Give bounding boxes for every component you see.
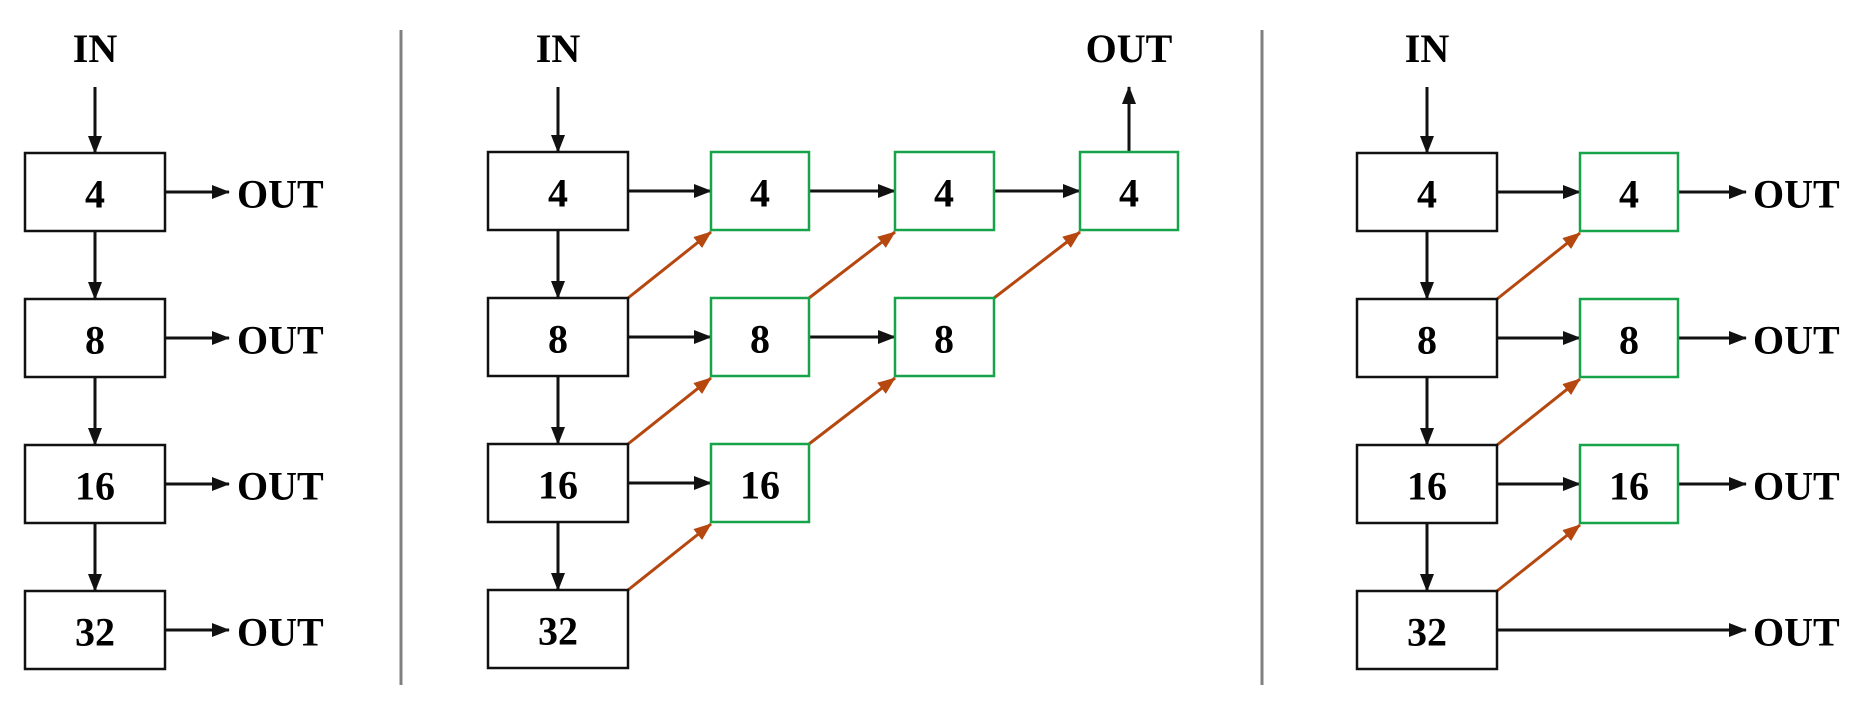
panel2-orange-b8-g4a xyxy=(627,230,712,300)
panel3-node-16 xyxy=(1355,443,1499,525)
panel3-orange-b16-g8 xyxy=(1496,377,1581,447)
panel3-node-16-label: 16 xyxy=(1407,464,1447,509)
panel3-node-8-label: 8 xyxy=(1417,318,1437,363)
panel3-green-node-8 xyxy=(1578,297,1680,379)
panel3-green-node-4 xyxy=(1578,151,1680,233)
panel1-node-4-label: 4 xyxy=(85,172,105,217)
panel2-orange-g8a-g4b xyxy=(808,230,896,300)
panel3-node-8 xyxy=(1355,297,1499,379)
panel2-green-node-4b-label: 4 xyxy=(934,171,954,216)
panel3-out-label-16: OUT xyxy=(1753,464,1840,509)
panel1-node-16-label: 16 xyxy=(75,464,115,509)
panel2-green-node-16-label: 16 xyxy=(740,463,780,508)
panel2-out-label: OUT xyxy=(1086,26,1173,71)
panel3-green-node-16-label: 16 xyxy=(1609,464,1649,509)
panel3-node-4-label: 4 xyxy=(1417,172,1437,217)
panel2-green-node-8b-label: 8 xyxy=(934,317,954,362)
panel2-green-node-4a xyxy=(709,150,811,232)
panel1-node-8 xyxy=(23,297,167,379)
panel2-green-node-8a-label: 8 xyxy=(750,317,770,362)
panel2-orange-g16-g8b xyxy=(808,376,896,446)
panel2-node-4 xyxy=(486,150,630,232)
panel1-out-label-8: OUT xyxy=(237,318,324,363)
panel3-green-node-4-label: 4 xyxy=(1619,172,1639,217)
panel3-out-label-4: OUT xyxy=(1753,172,1840,217)
panel2-node-8-label: 8 xyxy=(548,317,568,362)
panel2-node-16-label: 16 xyxy=(538,463,578,508)
panel3-green-node-16 xyxy=(1578,443,1680,525)
panel2-green-node-16 xyxy=(709,442,811,524)
panel1-node-8-label: 8 xyxy=(85,318,105,363)
panel1-node-4 xyxy=(23,151,167,233)
panel3-node-32 xyxy=(1355,589,1499,671)
panel3-green-node-8-label: 8 xyxy=(1619,318,1639,363)
panel3-node-32-label: 32 xyxy=(1407,610,1447,655)
panel2-green-node-4c xyxy=(1078,150,1180,232)
panel2-node-4-label: 4 xyxy=(548,171,568,216)
panel3-out-label-8: OUT xyxy=(1753,318,1840,363)
panel2-in-label: IN xyxy=(536,26,581,71)
panel3-node-4 xyxy=(1355,151,1499,233)
panel1-node-32 xyxy=(23,589,167,671)
panel3-out-label-32: OUT xyxy=(1753,610,1840,655)
panel2-green-node-4b xyxy=(893,150,996,232)
panel3-orange-b32-g16 xyxy=(1496,523,1581,593)
panel2-node-32 xyxy=(486,588,630,670)
panel2-orange-b32-g16 xyxy=(627,522,712,592)
panel3-in-label: IN xyxy=(1405,26,1450,71)
panel-1: IN 4 8 16 32 OUT OUT OUT OUT xyxy=(23,26,324,671)
panel1-out-label-16: OUT xyxy=(237,464,324,509)
panel2-node-8 xyxy=(486,296,630,378)
panel2-green-node-4c-label: 4 xyxy=(1119,171,1139,216)
panel2-node-32-label: 32 xyxy=(538,609,578,654)
panel-2: IN OUT xyxy=(486,26,1180,670)
panel2-green-node-8b xyxy=(893,296,996,378)
panel1-out-label-32: OUT xyxy=(237,610,324,655)
panel2-orange-g8b-g4c xyxy=(993,230,1081,300)
panel2-orange-b16-g8a xyxy=(627,376,712,446)
panel-3: IN xyxy=(1355,26,1840,671)
panel1-out-label-4: OUT xyxy=(237,172,324,217)
panel2-green-node-8a xyxy=(709,296,811,378)
panel2-green-node-4a-label: 4 xyxy=(750,171,770,216)
panel3-orange-b8-g4 xyxy=(1496,231,1581,301)
panel1-node-16 xyxy=(23,443,167,525)
panel2-node-16 xyxy=(486,442,630,524)
panel1-node-32-label: 32 xyxy=(75,610,115,655)
panel1-in-label: IN xyxy=(73,26,118,71)
